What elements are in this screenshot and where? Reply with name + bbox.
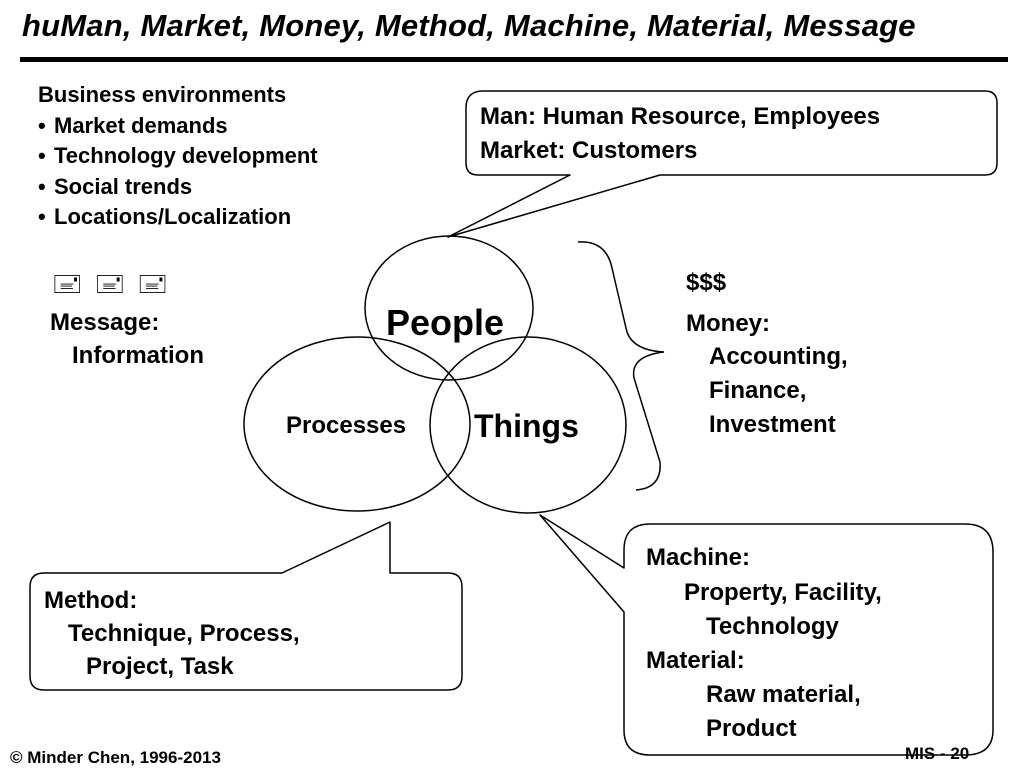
- material-label: Material:: [646, 647, 745, 674]
- bullet: •: [38, 173, 46, 199]
- money-brace: [577, 241, 665, 491]
- machine-label: Machine:: [646, 544, 751, 571]
- business-item: •Technology development: [38, 141, 318, 172]
- method-line: Project, Task: [86, 653, 234, 680]
- bullet: •: [38, 143, 46, 168]
- money-symbol: $$$: [686, 269, 727, 296]
- market-line: Market: Customers: [480, 137, 698, 164]
- mailbox-icon: 🖃 🖃 🖃: [52, 269, 170, 299]
- processes-circle: [243, 336, 471, 512]
- slide-title: huMan, Market, Money, Method, Machine, M…: [22, 8, 916, 43]
- material-line: Product: [706, 715, 797, 742]
- business-heading: Business environments: [38, 82, 287, 107]
- man-callout-box: [447, 90, 998, 238]
- man-line: Man: Human Resource, Employees: [480, 103, 881, 130]
- money-label: Money:: [686, 310, 770, 337]
- business-item: •Locations/Localization: [38, 202, 318, 233]
- things-label: Things: [474, 408, 579, 444]
- bullet: •: [38, 204, 46, 229]
- machine-callout-box: [539, 514, 994, 756]
- people-label: People: [386, 302, 505, 343]
- business-environments: Business environments •Market demands •T…: [38, 80, 318, 233]
- bullet: •: [38, 112, 46, 138]
- processes-label: Processes: [286, 412, 407, 439]
- page-number: MIS - 20: [905, 744, 970, 763]
- message-label: Message:: [50, 309, 160, 336]
- things-circle: [429, 336, 627, 514]
- method-label: Method:: [44, 587, 138, 614]
- money-item: Finance,: [709, 377, 807, 404]
- business-item: •Social trends: [38, 172, 318, 203]
- machine-line: Property, Facility,: [684, 579, 882, 606]
- business-item: •Market demands: [38, 111, 318, 142]
- method-callout-box: [29, 521, 463, 691]
- message-value: Information: [72, 342, 204, 369]
- money-item: Investment: [709, 411, 836, 438]
- money-item: Accounting,: [709, 343, 848, 370]
- copyright-footer: © Minder Chen, 1996-2013: [10, 748, 221, 767]
- material-line: Raw material,: [706, 681, 861, 708]
- method-line: Technique, Process,: [68, 620, 300, 647]
- title-rule: [20, 57, 1008, 62]
- machine-line: Technology: [706, 613, 839, 640]
